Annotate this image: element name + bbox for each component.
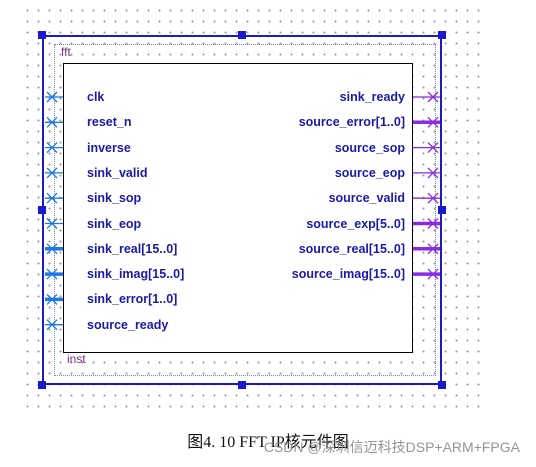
left-port-label[interactable]: sink_error[1..0] (87, 292, 178, 307)
left-pin-cross (46, 192, 58, 204)
instance-label: fft (61, 45, 71, 59)
right-pin-cross (427, 218, 439, 229)
right-port-label[interactable]: source_eop (334, 165, 405, 180)
left-pin-cross (46, 142, 58, 154)
fft-block[interactable] (63, 63, 413, 353)
left-pin-cross (46, 91, 58, 103)
right-port-label[interactable]: source_imag[15..0] (291, 267, 405, 282)
resize-handle-top-right[interactable] (438, 31, 446, 39)
right-port-label[interactable]: source_error[1..0] (298, 115, 405, 130)
left-pin-cross (46, 319, 58, 331)
resize-handle-middle-left[interactable] (38, 206, 46, 214)
right-pin-cross (427, 243, 439, 255)
right-pin-cross (427, 91, 439, 103)
symbol-dotted-outline (54, 44, 436, 376)
figure-caption: 图4. 10 FFT IP核元件图 (0, 433, 536, 453)
watermark: CSDN @深圳信迈科技DSP+ARM+FPGA (263, 439, 520, 455)
left-pin-cross (46, 218, 58, 229)
resize-handle-bottom-right[interactable] (438, 381, 446, 389)
caption-figure-number: 图4. 10 (187, 434, 236, 451)
left-pin-cross (46, 268, 58, 280)
left-pin-cross (46, 243, 58, 255)
resize-handle-middle-right[interactable] (438, 206, 446, 214)
resize-handle-bottom-center[interactable] (238, 381, 246, 389)
left-port-label[interactable]: sink_valid (87, 165, 148, 180)
left-pin-cross (46, 116, 58, 128)
left-port-label[interactable]: sink_eop (87, 216, 142, 231)
resize-handle-top-center[interactable] (238, 31, 246, 39)
right-pin-cross (427, 268, 439, 280)
left-port-label[interactable]: inverse (87, 140, 131, 155)
right-port-label[interactable]: source_valid (328, 191, 405, 206)
left-port-label[interactable]: reset_n (87, 115, 132, 130)
resize-handle-bottom-left[interactable] (38, 381, 46, 389)
resize-handle-top-left[interactable] (38, 31, 46, 39)
left-port-label[interactable]: sink_imag[15..0] (87, 267, 185, 282)
right-pin-cross (427, 167, 439, 179)
left-port-label[interactable]: clk (87, 90, 105, 104)
caption-text: FFT IP核元件图 (239, 434, 349, 451)
left-pin-cross (46, 293, 58, 305)
instance-name: inst (67, 352, 86, 366)
left-port-label[interactable]: source_ready (87, 317, 169, 332)
right-port-label[interactable]: source_sop (334, 140, 405, 155)
left-pin-cross (46, 167, 58, 179)
right-pin-cross (427, 192, 439, 204)
left-port-label[interactable]: sink_sop (87, 191, 142, 206)
right-port-label[interactable]: source_exp[5..0] (306, 216, 405, 231)
right-pin-cross (427, 142, 439, 154)
left-port-label[interactable]: sink_real[15..0] (87, 241, 178, 256)
right-port-label[interactable]: sink_ready (339, 90, 405, 104)
right-port-label[interactable]: source_real[15..0] (298, 241, 405, 256)
right-pin-cross (427, 116, 439, 128)
